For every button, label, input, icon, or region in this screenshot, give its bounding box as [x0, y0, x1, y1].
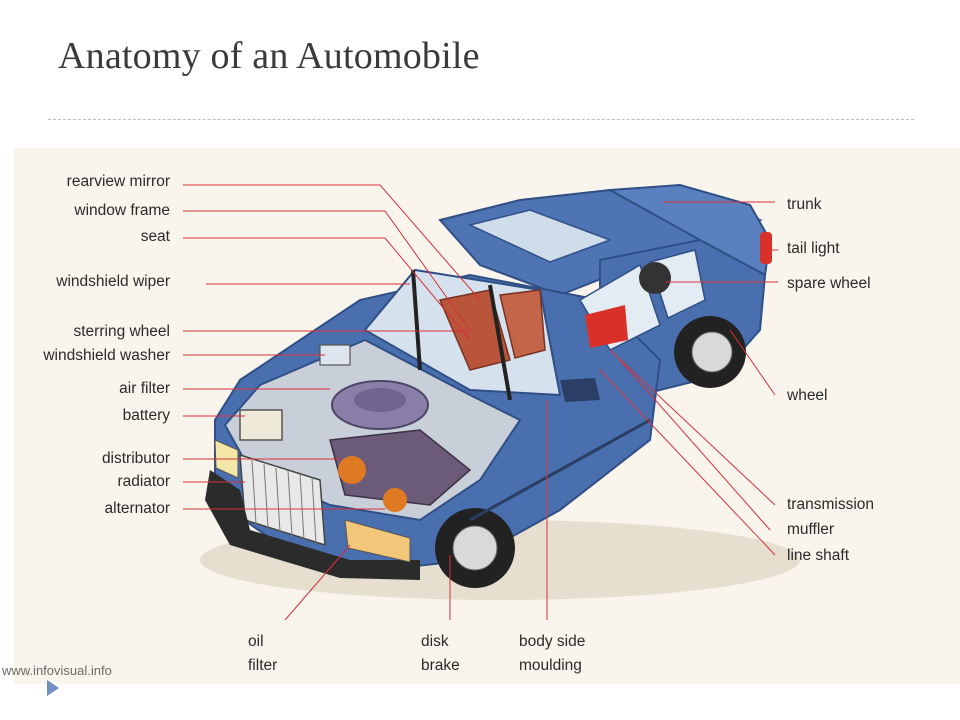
label-windshield-washer: windshield washer: [43, 347, 170, 364]
label-disk-brake-line1: disk: [421, 633, 449, 650]
alternator-part: [383, 488, 407, 512]
transmission-part: [585, 305, 628, 348]
air-filter-cap: [354, 388, 406, 412]
label-body-side-moulding-line2: moulding: [519, 657, 582, 674]
label-spare-wheel: spare wheel: [787, 275, 871, 292]
title-divider: [48, 119, 914, 120]
label-air-filter: air filter: [119, 380, 170, 397]
front-wheel-hub: [452, 525, 498, 571]
headlight-right: [344, 519, 411, 563]
label-trunk: trunk: [787, 196, 822, 213]
label-steering-wheel: sterring wheel: [73, 323, 171, 340]
label-oil-filter: oil filter: [248, 633, 277, 675]
rear-wheel-hub: [691, 331, 733, 373]
image-credit: www.infovisual.info: [2, 663, 112, 678]
side-moulding: [469, 418, 651, 522]
spare-wheel: [639, 262, 671, 294]
slide-title: Anatomy of an Automobile: [58, 35, 480, 77]
label-oil-filter-line1: oil: [248, 633, 264, 650]
wiper-right: [488, 284, 512, 401]
side-mirror: [560, 378, 600, 402]
wiper-left: [411, 269, 422, 371]
label-radiator: radiator: [117, 473, 170, 490]
distributor-part: [338, 456, 366, 484]
seat-back: [499, 289, 546, 359]
label-disk-brake: disk brake: [421, 633, 460, 675]
engine-block: [329, 429, 472, 506]
grille: [239, 453, 326, 547]
next-slide-arrow-icon[interactable]: [47, 680, 59, 696]
label-seat: seat: [140, 228, 170, 245]
leader-lines: [183, 184, 778, 621]
label-muffler: muffler: [787, 521, 835, 538]
tail-light: [760, 232, 772, 264]
front-bumper: [205, 470, 420, 580]
label-rearview-mirror: rearview mirror: [66, 173, 170, 190]
battery: [239, 409, 283, 441]
sunroof: [467, 209, 613, 263]
label-alternator: alternator: [104, 500, 170, 517]
grille-bars: [251, 459, 317, 544]
label-windshield-wiper: windshield wiper: [56, 273, 170, 290]
label-tail-light: tail light: [787, 240, 840, 257]
label-wheel: wheel: [787, 387, 828, 404]
label-disk-brake-line2: brake: [421, 657, 460, 674]
label-battery: battery: [122, 407, 170, 424]
label-window-frame: window frame: [74, 202, 170, 219]
label-body-side-moulding: body side moulding: [519, 633, 585, 675]
label-line-shaft: line shaft: [787, 547, 850, 564]
label-transmission: transmission: [787, 496, 874, 513]
label-body-side-moulding-line1: body side: [519, 633, 586, 650]
label-oil-filter-line2: filter: [248, 657, 278, 674]
label-distributor: distributor: [101, 450, 170, 467]
